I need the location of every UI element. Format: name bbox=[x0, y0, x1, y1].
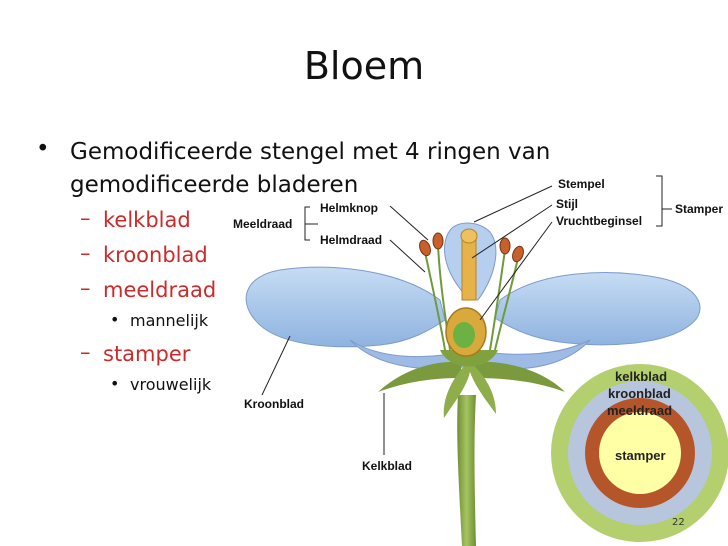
label-stijl: Stijl bbox=[556, 197, 579, 211]
ovule bbox=[453, 322, 475, 348]
anthers bbox=[419, 232, 524, 263]
bullet-stamper: stamper bbox=[103, 342, 191, 366]
bullet-kroonblad: kroonblad bbox=[103, 243, 208, 267]
bullet-meeldraad: meeldraad bbox=[103, 278, 217, 302]
label-stamper: Stamper bbox=[675, 202, 724, 216]
label-meeldraad: Meeldraad bbox=[233, 217, 293, 231]
label-helmdraad: Helmdraad bbox=[320, 233, 383, 247]
bullet-dot: • bbox=[36, 136, 50, 162]
small-bullet: • bbox=[110, 310, 120, 329]
petal-right bbox=[494, 272, 701, 346]
ring-label-kroonblad: kroonblad bbox=[608, 386, 671, 401]
stem bbox=[457, 395, 476, 546]
ring-diagram bbox=[551, 364, 728, 542]
dash-bullet: – bbox=[80, 276, 91, 300]
label-kroonblad: Kroonblad bbox=[244, 397, 304, 411]
receptacle bbox=[440, 350, 498, 367]
label-vruchtbeginsel: Vruchtbeginsel bbox=[556, 214, 643, 228]
small-bullet: • bbox=[110, 374, 120, 393]
stigma bbox=[460, 228, 478, 244]
bullet-kelkblad: kelkblad bbox=[103, 208, 191, 232]
label-stempel: Stempel bbox=[558, 177, 605, 191]
label-kelkblad: Kelkblad bbox=[362, 459, 413, 473]
leader-lines bbox=[261, 175, 672, 455]
sepal-front bbox=[443, 362, 496, 418]
pistil-style bbox=[461, 239, 477, 301]
page-number: 22 bbox=[672, 517, 685, 528]
slide-title: Bloem bbox=[303, 44, 425, 88]
bullet-main-line2: gemodificeerde bladeren bbox=[70, 172, 359, 198]
bullet-mannelijk: mannelijk bbox=[130, 311, 209, 330]
sepal-left bbox=[378, 361, 462, 392]
ring-label-kelkblad: kelkblad bbox=[615, 369, 668, 384]
dash-bullet: – bbox=[80, 241, 91, 265]
bullet-vrouwelijk: vrouwelijk bbox=[130, 375, 212, 394]
ring-stamper bbox=[599, 412, 681, 494]
label-helmknop: Helmknop bbox=[320, 201, 379, 215]
petal-left bbox=[245, 266, 446, 348]
dash-bullet: – bbox=[80, 206, 91, 230]
sepal-right bbox=[474, 361, 565, 392]
ring-label-meeldraad: meeldraad bbox=[607, 403, 673, 418]
bullet-main-line1: Gemodificeerde stengel met 4 ringen van bbox=[70, 139, 551, 165]
dash-bullet: – bbox=[80, 340, 91, 364]
ring-label-stamper: stamper bbox=[615, 448, 666, 463]
